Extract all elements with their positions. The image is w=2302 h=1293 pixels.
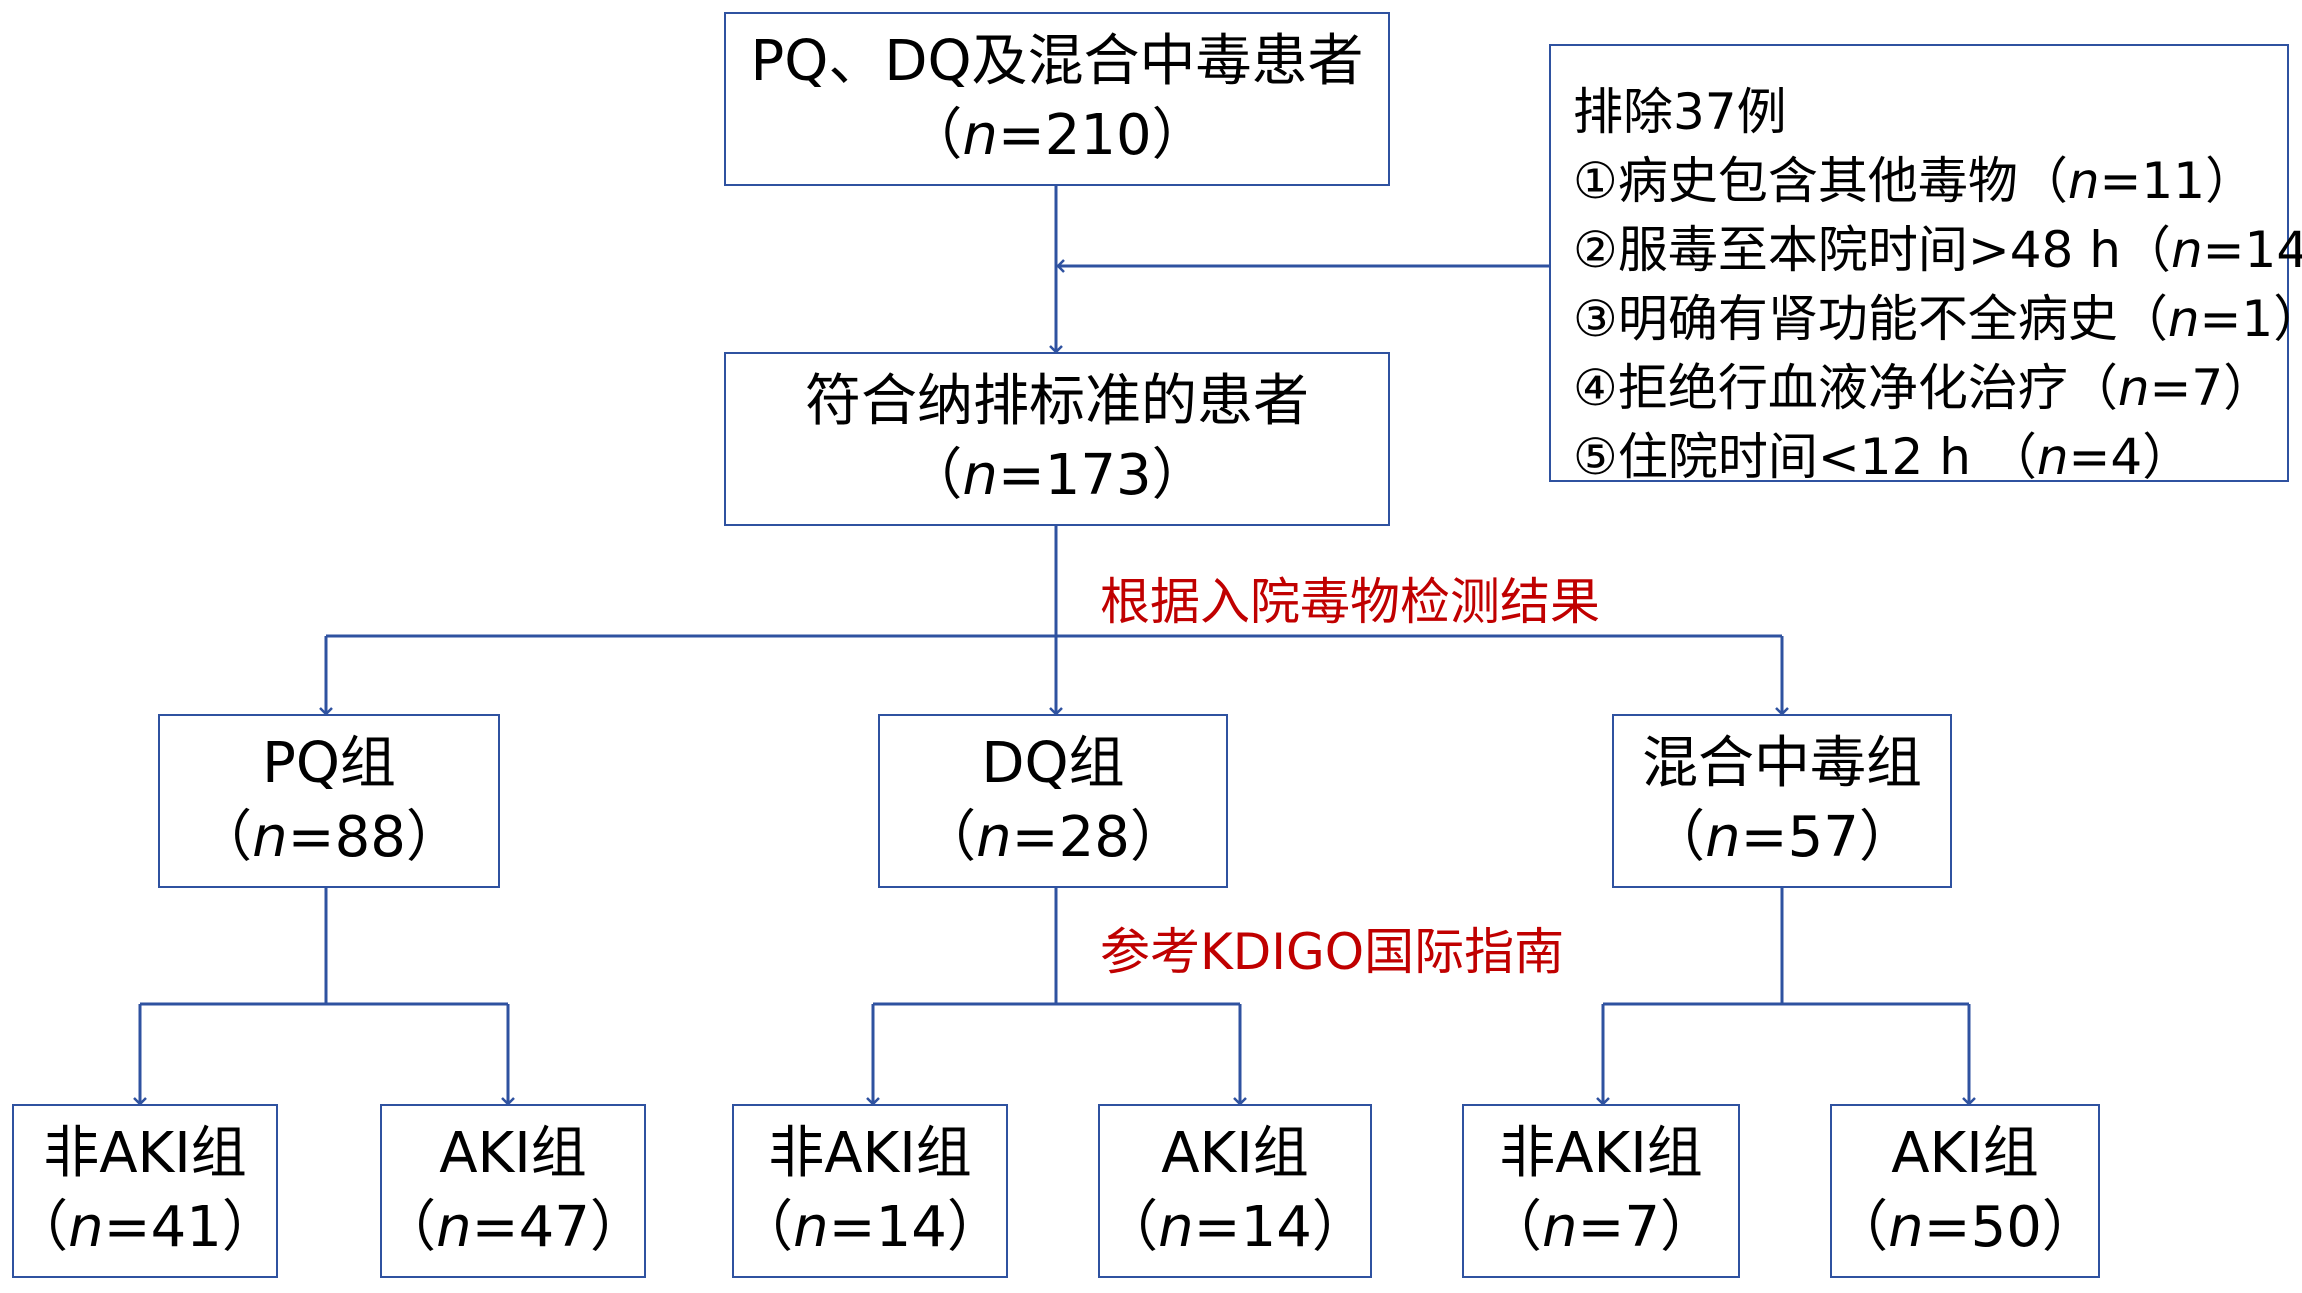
- note-kdigo: 参考KDIGO国际指南: [1100, 923, 1565, 981]
- subgroup-title: 非AKI组: [768, 1121, 972, 1187]
- box-dq-non-aki: 非AKI组 （n=14）: [732, 1104, 1008, 1278]
- subgroup-count: （n=41）: [12, 1195, 278, 1260]
- exclusion-item: ③明确有肾功能不全病史（n=1）: [1573, 290, 2302, 348]
- group-count: （n=57）: [1649, 805, 1915, 870]
- group-title: PQ组: [262, 731, 396, 797]
- box-eligible-title: 符合纳排标准的患者: [805, 369, 1309, 435]
- note-toxicology: 根据入院毒物检测结果: [1100, 573, 1600, 631]
- subgroup-title: AKI组: [1891, 1121, 2039, 1187]
- exclusion-item: ①病史包含其他毒物（n=11）: [1573, 152, 2256, 210]
- box-exclusion: 排除37例 ①病史包含其他毒物（n=11） ②服毒至本院时间>48 h（n=14…: [1549, 44, 2302, 486]
- exclusion-title: 排除37例: [1573, 83, 1787, 141]
- box-all-patients-title: PQ、DQ及混合中毒患者: [750, 29, 1364, 95]
- subgroup-title: AKI组: [1161, 1121, 1309, 1187]
- subgroup-title: 非AKI组: [43, 1121, 247, 1187]
- subgroup-count: （n=7）: [1485, 1195, 1717, 1260]
- exclusion-item: ⑤住院时间<12 h （n=4）: [1573, 428, 2193, 486]
- exclusion-item: ④拒绝行血液净化治疗（n=7）: [1573, 359, 2274, 417]
- box-all-patients: PQ、DQ及混合中毒患者 （n=210）: [724, 12, 1390, 186]
- box-mixed-non-aki: 非AKI组 （n=7）: [1462, 1104, 1740, 1278]
- group-title: 混合中毒组: [1642, 731, 1922, 797]
- box-pq-group: PQ组 （n=88）: [158, 714, 500, 888]
- subgroup-title: 非AKI组: [1499, 1121, 1703, 1187]
- subgroup-title: AKI组: [439, 1121, 587, 1187]
- box-mixed-aki: AKI组 （n=50）: [1830, 1104, 2100, 1278]
- group-count: （n=88）: [196, 805, 462, 870]
- subgroup-count: （n=14）: [737, 1195, 1003, 1260]
- subgroup-count: （n=14）: [1102, 1195, 1368, 1260]
- group-title: DQ组: [981, 731, 1125, 797]
- box-dq-aki: AKI组 （n=14）: [1098, 1104, 1372, 1278]
- group-count: （n=28）: [920, 805, 1186, 870]
- box-mixed-group: 混合中毒组 （n=57）: [1612, 714, 1952, 888]
- box-all-patients-count: （n=210）: [906, 103, 1208, 168]
- box-eligible-count: （n=173）: [906, 443, 1208, 508]
- subgroup-count: （n=50）: [1832, 1195, 2098, 1260]
- box-eligible-patients: 符合纳排标准的患者 （n=173）: [724, 352, 1390, 526]
- box-dq-group: DQ组 （n=28）: [878, 714, 1228, 888]
- box-pq-non-aki: 非AKI组 （n=41）: [12, 1104, 278, 1278]
- subgroup-count: （n=47）: [380, 1195, 646, 1260]
- box-pq-aki: AKI组 （n=47）: [380, 1104, 646, 1278]
- exclusion-item: ②服毒至本院时间>48 h（n=14）: [1573, 221, 2302, 279]
